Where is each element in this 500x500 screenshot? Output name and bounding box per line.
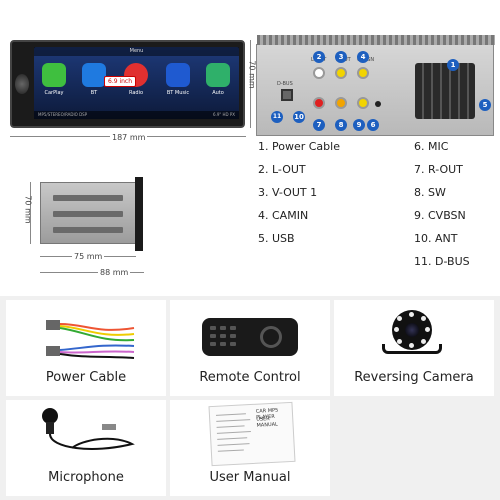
side-slot <box>53 211 123 217</box>
screen-title: Menu <box>129 48 144 54</box>
mic-port-icon <box>375 101 381 107</box>
power-cable-icon <box>46 320 135 359</box>
side-depth-inner-label: 75 mm <box>72 252 105 261</box>
rear-label-d-bus: D-BUS <box>277 81 293 87</box>
power-harness-connector <box>415 63 475 119</box>
port-number-badge: 6 <box>367 119 379 131</box>
depth-total-line <box>40 272 144 273</box>
heatsink <box>257 35 495 45</box>
status-bar-right: 6.9" HD PX <box>213 112 235 117</box>
front-panel-edge <box>135 177 143 251</box>
port-number-badge: 8 <box>335 119 347 131</box>
screen-statusbar: MP5/STEREO/RADIO DSP 6.9" HD PX <box>34 111 239 119</box>
android-auto-icon <box>206 63 230 87</box>
app-label: BT Music <box>166 90 190 96</box>
port-number-badge: 11 <box>271 111 283 123</box>
legend-item-10: 10. ANT <box>414 232 458 245</box>
port-number-badge: 7 <box>313 119 325 131</box>
accessory-label: Microphone <box>48 470 124 485</box>
port-number-badge: 2 <box>313 51 325 63</box>
accessory-label: User Manual <box>209 470 291 485</box>
volume-knob-icon <box>15 74 29 94</box>
port-number-badge: 3 <box>335 51 347 63</box>
accessory-card-power-cable: Power Cable <box>6 300 166 396</box>
product-diagram: Menu CarPlay BT Radio BT Music Auto MP5/… <box>10 35 495 277</box>
d-bus-port-icon <box>281 89 293 101</box>
height-dimension-line <box>250 40 251 128</box>
accessory-label: Remote Control <box>199 370 301 385</box>
app-label: CarPlay <box>44 90 64 96</box>
camin-port-icon <box>357 67 369 79</box>
sw-port-icon <box>335 97 347 109</box>
app-label: Radio <box>128 90 144 96</box>
side-slot <box>53 195 123 201</box>
cvbsn-port-icon <box>357 97 369 109</box>
legend-item-5: 5. USB <box>258 232 295 245</box>
legend-item-2: 2. L-OUT <box>258 163 306 176</box>
port-number-badge: 1 <box>447 59 459 71</box>
accessory-card-manual: CAR MP5 PLAYER USER MANUAL User Manual <box>170 400 330 496</box>
manual-subtitle: USER MANUAL <box>256 416 279 429</box>
l-out-port-icon <box>313 67 325 79</box>
r-out-port-icon <box>313 97 325 109</box>
accessory-card-microphone: Microphone <box>6 400 166 496</box>
legend-item-9: 9. CVBSN <box>414 209 466 222</box>
bluetooth-music-icon <box>166 63 190 87</box>
accessory-label: Reversing Camera <box>354 370 474 385</box>
legend-item-8: 8. SW <box>414 186 446 199</box>
legend-item-11: 11. D-BUS <box>414 255 470 268</box>
head-unit-screen: Menu CarPlay BT Radio BT Music Auto MP5/… <box>34 47 239 119</box>
legend-item-1: 1. Power Cable <box>258 140 340 153</box>
microphone-icon <box>42 408 135 450</box>
bluetooth-icon <box>82 63 106 87</box>
legend-item-4: 4. CAMIN <box>258 209 309 222</box>
front-width-label: 187 mm <box>110 133 148 142</box>
legend-item-3: 3. V-OUT 1 <box>258 186 318 199</box>
v-out-port-icon <box>335 67 347 79</box>
carplay-icon <box>42 63 66 87</box>
side-height-label: 70 mm <box>23 195 33 224</box>
user-manual-icon: CAR MP5 PLAYER USER MANUAL <box>208 401 296 467</box>
port-number-badge: 5 <box>479 99 491 111</box>
accessory-label: Power Cable <box>45 370 127 385</box>
legend-item-6: 6. MIC <box>414 140 449 153</box>
side-depth-total-label: 88 mm <box>98 268 131 277</box>
head-unit-front: Menu CarPlay BT Radio BT Music Auto MP5/… <box>10 40 245 128</box>
app-label: Auto <box>212 90 224 96</box>
app-label: BT <box>90 90 98 96</box>
remote-control-icon <box>202 318 298 356</box>
side-height-line <box>30 182 31 244</box>
head-unit-rear: L-OUT V-OUT CVBSN D-BUS 1 2 3 4 5 6 7 8 … <box>256 35 495 136</box>
screen-topbar: Menu <box>34 47 239 56</box>
port-number-badge: 10 <box>293 111 305 123</box>
accessory-card-remote: Remote Control <box>170 300 330 396</box>
port-number-badge: 4 <box>357 51 369 63</box>
head-unit-side <box>40 177 143 251</box>
reversing-camera-icon <box>382 310 442 354</box>
accessory-card-camera: Reversing Camera <box>334 300 494 396</box>
legend-item-7: 7. R-OUT <box>414 163 463 176</box>
port-number-badge: 9 <box>353 119 365 131</box>
screen-size-callout: 6.9 inch <box>104 76 137 87</box>
status-bar-text: MP5/STEREO/RADIO DSP <box>38 112 88 117</box>
side-slot <box>53 227 123 233</box>
